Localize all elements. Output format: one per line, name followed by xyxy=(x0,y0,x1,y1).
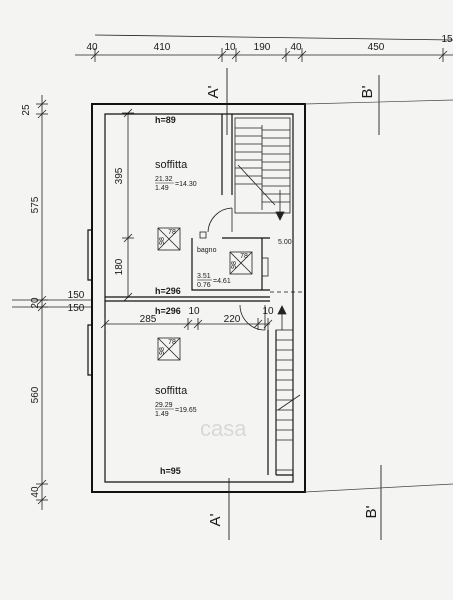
skylight-3-width: 78 xyxy=(168,339,176,346)
dim-stair-length: 5.00 xyxy=(278,239,292,246)
dim-inner-285: 285 xyxy=(140,314,157,325)
section-marker-a-bottom: A' xyxy=(207,513,224,526)
bathroom-calc-top: 3.51 xyxy=(197,273,211,280)
section-marker-a-top: A' xyxy=(205,85,222,98)
lower-room-calc-result: =19.65 xyxy=(175,407,197,414)
lower-room-label: soffitta xyxy=(155,385,188,397)
dim-inner-395: 395 xyxy=(114,167,125,184)
bathroom-calc-result: =4.61 xyxy=(213,278,231,285)
skylight-1-height: 98 xyxy=(159,237,166,245)
neighbour-outline xyxy=(304,99,453,493)
height-middle-upper: h=296 xyxy=(155,286,181,296)
dim-top-7: 15 xyxy=(441,34,453,45)
dim-inner-10a: 10 xyxy=(188,306,200,317)
dim-inner-10b: 10 xyxy=(262,306,274,317)
top-dimension-chain xyxy=(75,34,453,62)
upper-room-label: soffitta xyxy=(155,159,188,171)
upper-room-calc-result: =14.30 xyxy=(175,181,197,188)
section-marker-b-bottom: B' xyxy=(363,505,380,518)
upper-room-calc-bottom: 1.49 xyxy=(155,185,169,192)
section-lines xyxy=(226,68,382,540)
dim-top-5: 40 xyxy=(290,42,302,53)
inner-horizontal-dimension xyxy=(100,318,273,330)
dim-left-7: 40 xyxy=(30,486,41,498)
dim-inner-180: 180 xyxy=(114,258,125,275)
skylight-1-width: 78 xyxy=(168,229,176,236)
skylights xyxy=(157,227,269,361)
dim-top-2: 410 xyxy=(154,42,171,53)
upper-staircase xyxy=(234,117,291,221)
bathroom-label: bagno xyxy=(197,247,217,254)
dim-left-1: 25 xyxy=(21,104,32,116)
bathroom-calc-bottom: 0.76 xyxy=(197,282,211,289)
dim-left-4: 150 xyxy=(68,290,85,301)
skylight-2-width: 78 xyxy=(240,253,248,260)
watermark: casa xyxy=(200,416,247,441)
dim-top-1: 40 xyxy=(86,42,98,53)
door-swings xyxy=(207,207,266,331)
upper-room-calc-top: 21.32 xyxy=(155,176,173,183)
left-dimension-chain xyxy=(12,95,134,510)
dim-top-6: 450 xyxy=(368,42,385,53)
height-middle-lower: h=296 xyxy=(155,306,181,316)
skylight-3-height: 98 xyxy=(159,347,166,355)
dim-left-6: 560 xyxy=(30,386,41,403)
lower-staircase xyxy=(275,305,301,471)
height-top: h=89 xyxy=(155,115,176,125)
dim-top-4: 190 xyxy=(254,42,271,53)
height-bottom: h=95 xyxy=(160,466,181,476)
dim-left-3: 20 xyxy=(30,297,41,309)
skylight-2-height: 98 xyxy=(231,261,238,269)
lower-room-calc-top: 29.29 xyxy=(155,402,173,409)
dim-top-3: 10 xyxy=(224,42,236,53)
section-marker-b-top: B' xyxy=(359,85,376,98)
dim-inner-220: 220 xyxy=(224,314,241,325)
lower-room-calc-bottom: 1.49 xyxy=(155,411,169,418)
dim-left-5: 150 xyxy=(68,303,85,314)
dim-left-2: 575 xyxy=(30,196,41,213)
